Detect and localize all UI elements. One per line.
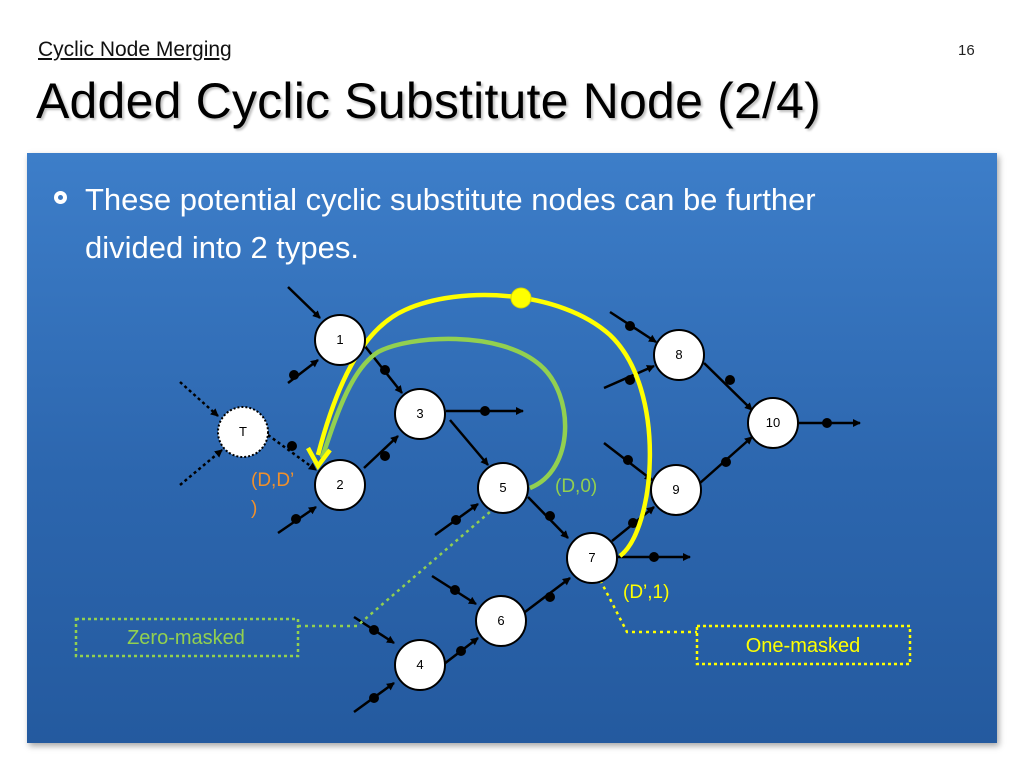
wire-dot: [380, 451, 390, 461]
wire-dot: [451, 515, 461, 525]
node-4: 4: [394, 639, 446, 691]
wire-in-1a: [287, 286, 321, 319]
node-2-label: 2: [336, 477, 343, 492]
wire-dot: [725, 375, 735, 385]
yellow-arrowhead: [306, 446, 332, 471]
wire-dot: [291, 514, 301, 524]
node-9-label: 9: [672, 482, 679, 497]
node-7-label: 7: [588, 550, 595, 565]
node-1: 1: [314, 314, 366, 366]
node-5: 5: [477, 462, 529, 514]
wire-3-5: [449, 419, 489, 466]
wire-dot: [623, 455, 633, 465]
section-subtitle: Cyclic Node Merging: [38, 38, 232, 61]
annotation-d0: (D,0): [555, 476, 597, 497]
wire-dots: [287, 321, 832, 703]
wire-t-2: [267, 433, 317, 472]
one-masked-label: One-masked: [746, 635, 861, 657]
wire-dot: [545, 592, 555, 602]
wire-dot: [369, 625, 379, 635]
wire-dot: [380, 365, 390, 375]
zero-masked-box: Zero-masked: [74, 617, 300, 658]
yellow-junction-dot: [510, 287, 532, 309]
wire-dot: [649, 552, 659, 562]
node-6: 6: [475, 595, 527, 647]
zero-masked-connector: [298, 504, 499, 628]
node-1-label: 1: [336, 332, 343, 347]
one-masked-connector: [592, 567, 697, 634]
wire-2-3: [363, 435, 399, 469]
node-4-label: 4: [416, 657, 423, 672]
wire-dot: [822, 418, 832, 428]
node-3-label: 3: [416, 406, 423, 421]
node-t: T: [217, 406, 269, 458]
node-10: 10: [747, 397, 799, 449]
bullet-text: These potential cyclic substitute nodes …: [85, 176, 985, 272]
zero-masked-label: Zero-masked: [127, 627, 245, 649]
node-8-label: 8: [675, 347, 682, 362]
green-cycle-path: [319, 336, 568, 491]
bullet-line-2: divided into 2 types.: [85, 230, 360, 265]
wire-dot: [625, 321, 635, 331]
node-9: 9: [650, 464, 702, 516]
node-3: 3: [394, 388, 446, 440]
wire-in-t-b: [179, 449, 223, 486]
wire-dot: [456, 646, 466, 656]
node-6-label: 6: [497, 613, 504, 628]
wire-dot: [450, 585, 460, 595]
slide-number: 16: [958, 42, 975, 59]
wire-dot: [289, 370, 299, 380]
bullet-line-1: These potential cyclic substitute nodes …: [85, 182, 816, 217]
wire-dot: [369, 693, 379, 703]
wire-8-10: [703, 362, 753, 411]
node-5-label: 5: [499, 480, 506, 495]
node-7: 7: [566, 532, 618, 584]
wire-dot: [545, 511, 555, 521]
dotted-wires: [179, 381, 317, 486]
wire-dot: [287, 441, 297, 451]
annotation-dprime1: (D’,1): [623, 582, 669, 603]
node-8: 8: [653, 329, 705, 381]
wire-in-t-a: [179, 381, 219, 417]
slide-title: Added Cyclic Substitute Node (2/4): [36, 73, 821, 129]
wire-dot: [628, 518, 638, 528]
node-10-label: 10: [766, 415, 780, 430]
content-panel: [27, 153, 997, 743]
annotation-dd-line1: (D,D’: [251, 470, 294, 491]
annotation-dd-line2: ): [251, 498, 257, 519]
bullet-icon: [54, 191, 67, 204]
wire-dot: [625, 375, 635, 385]
node-t-label: T: [239, 424, 247, 439]
one-masked-box: One-masked: [695, 624, 912, 666]
wire-dot: [721, 457, 731, 467]
wire-dot: [480, 406, 490, 416]
node-2: 2: [314, 459, 366, 511]
